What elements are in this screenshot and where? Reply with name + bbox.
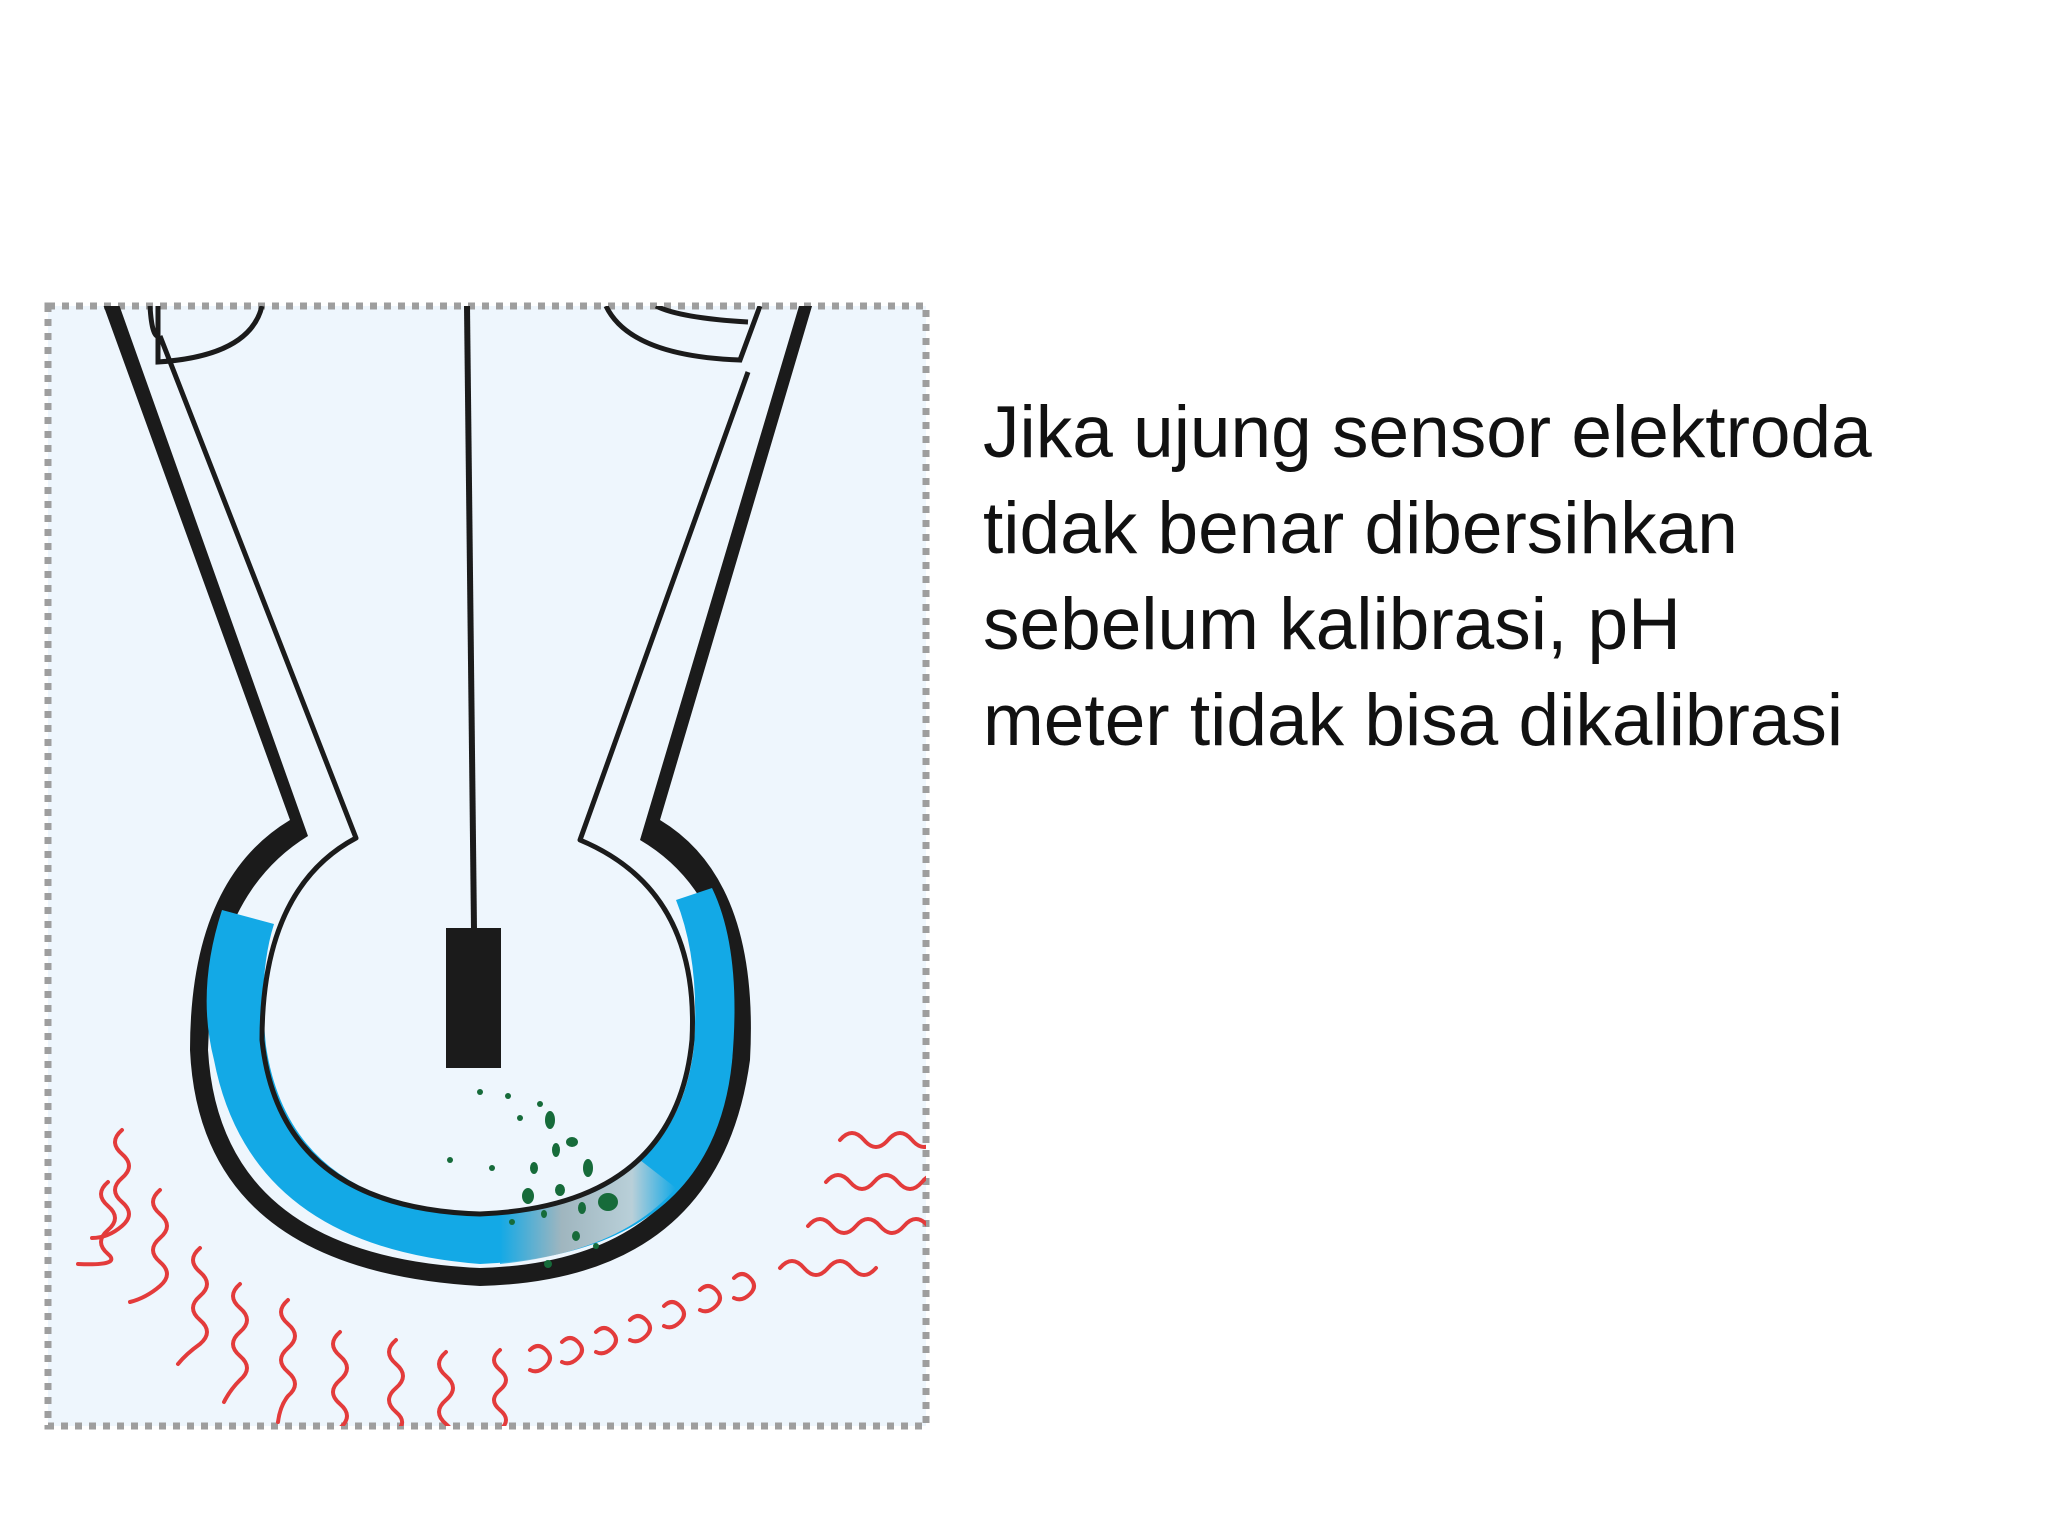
heat-waves — [76, 1128, 926, 1426]
residue-patch — [500, 1160, 676, 1264]
sensor-element — [446, 928, 501, 1068]
caption-line-1: Jika ujung sensor elektroda — [983, 392, 1872, 473]
inner-loop-left — [155, 306, 265, 365]
caption-line-2: tidak benar dibersihkan — [983, 488, 1738, 569]
inner-glass-bulb — [157, 335, 751, 1217]
reference-wire — [464, 306, 477, 931]
electrolyte-solution — [206, 888, 735, 1264]
caption-line-3: sebelum kalibrasi, pH — [983, 584, 1681, 665]
contamination-particles — [447, 1089, 618, 1268]
inner-loop-right — [603, 306, 763, 363]
caption-line-4: meter tidak bisa dikalibrasi — [983, 680, 1844, 761]
caption-text: Jika ujung sensor elektroda tidak benar … — [983, 385, 2003, 769]
